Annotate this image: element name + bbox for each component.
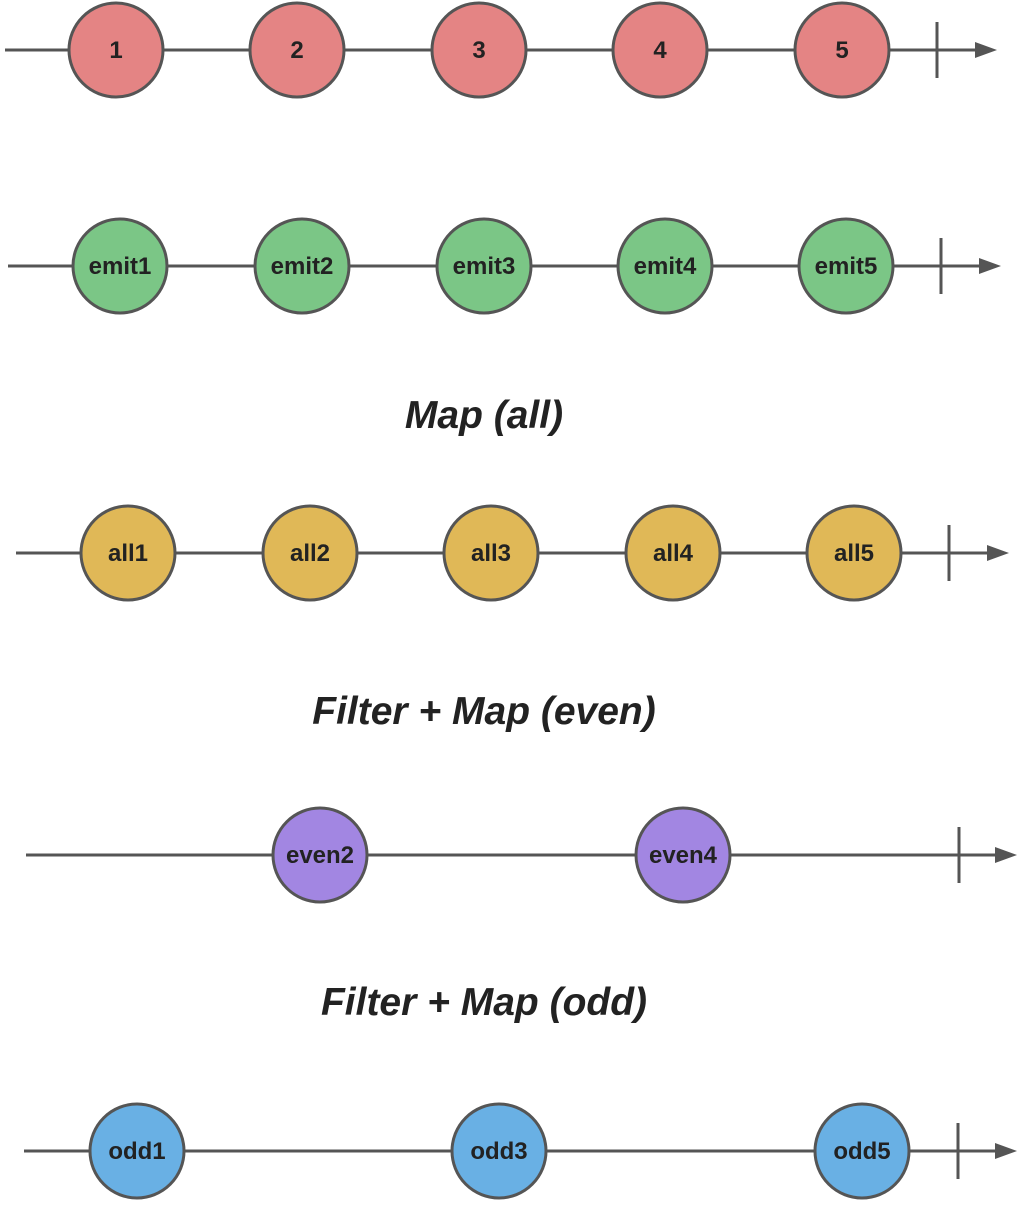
- marble-emit-emit3: emit3: [435, 217, 533, 315]
- timeline-source: 1 2 3 4 5: [5, 1, 997, 99]
- marble-label: odd1: [108, 1138, 165, 1165]
- marble-label: all4: [653, 540, 694, 567]
- marble-circle: [71, 217, 169, 315]
- marble-label: all5: [834, 540, 874, 567]
- marble-circle: [430, 1, 528, 99]
- marble-circle: [88, 1102, 186, 1200]
- marble-label: emit3: [453, 253, 516, 280]
- marble-circle: [253, 217, 351, 315]
- marble-odd-odd3: odd3: [450, 1102, 548, 1200]
- timeline-emit: emit1 emit2 emit3 emit4 emit5: [8, 217, 1001, 315]
- marble-emit-emit2: emit2: [253, 217, 351, 315]
- marble-even-even4: even4: [634, 806, 732, 904]
- marble-circle: [450, 1102, 548, 1200]
- marble-label: 1: [109, 37, 122, 64]
- marble-circle: [79, 504, 177, 602]
- marble-label: 2: [290, 37, 303, 64]
- marble-emit-emit1: emit1: [71, 217, 169, 315]
- marble-source-2: 2: [248, 1, 346, 99]
- marble-all-all1: all1: [79, 504, 177, 602]
- marble-label: even2: [286, 842, 354, 869]
- marble-label: 5: [835, 37, 848, 64]
- marble-circle: [261, 504, 359, 602]
- marble-emit-emit4: emit4: [616, 217, 714, 315]
- timeline-heading: Filter + Map (odd): [321, 981, 647, 1024]
- marble-circle: [793, 1, 891, 99]
- marble-circle: [813, 1102, 911, 1200]
- marble-label: emit2: [271, 253, 334, 280]
- timeline-heading: Filter + Map (even): [312, 690, 656, 733]
- marble-circle: [805, 504, 903, 602]
- timeline-all: Map (all) all1 all2 all3 all4 all5: [16, 394, 1009, 602]
- marble-odd-odd5: odd5: [813, 1102, 911, 1200]
- marble-label: all2: [290, 540, 330, 567]
- marble-all-all4: all4: [624, 504, 722, 602]
- marble-circle: [248, 1, 346, 99]
- marble-even-even2: even2: [271, 806, 369, 904]
- marble-all-all2: all2: [261, 504, 359, 602]
- marble-label: emit5: [815, 253, 878, 280]
- arrow-head-icon: [995, 1143, 1017, 1159]
- arrow-head-icon: [995, 847, 1017, 863]
- marble-circle: [611, 1, 709, 99]
- marble-label: all1: [108, 540, 148, 567]
- marble-circle: [624, 504, 722, 602]
- arrow-head-icon: [979, 258, 1001, 274]
- marble-circle: [442, 504, 540, 602]
- marble-circle: [435, 217, 533, 315]
- marble-label: emit4: [634, 253, 697, 280]
- marble-label: 3: [472, 37, 485, 64]
- marble-label: emit1: [89, 253, 152, 280]
- marble-label: all3: [471, 540, 511, 567]
- marble-source-1: 1: [67, 1, 165, 99]
- marble-circle: [634, 806, 732, 904]
- arrow-head-icon: [987, 545, 1009, 561]
- marble-all-all3: all3: [442, 504, 540, 602]
- marble-emit-emit5: emit5: [797, 217, 895, 315]
- timeline-heading: Map (all): [405, 394, 563, 437]
- timeline-even: Filter + Map (even) even2 even4: [26, 690, 1017, 904]
- marble-circle: [67, 1, 165, 99]
- marble-label: even4: [649, 842, 718, 869]
- marble-label: 4: [653, 37, 667, 64]
- marble-source-4: 4: [611, 1, 709, 99]
- arrow-head-icon: [975, 42, 997, 58]
- marble-label: odd5: [833, 1138, 890, 1165]
- marble-circle: [797, 217, 895, 315]
- marble-all-all5: all5: [805, 504, 903, 602]
- marble-odd-odd1: odd1: [88, 1102, 186, 1200]
- marble-source-3: 3: [430, 1, 528, 99]
- timeline-odd: Filter + Map (odd) odd1 odd3 odd5: [24, 981, 1017, 1200]
- marble-circle: [616, 217, 714, 315]
- marble-circle: [271, 806, 369, 904]
- marble-source-5: 5: [793, 1, 891, 99]
- marble-label: odd3: [470, 1138, 527, 1165]
